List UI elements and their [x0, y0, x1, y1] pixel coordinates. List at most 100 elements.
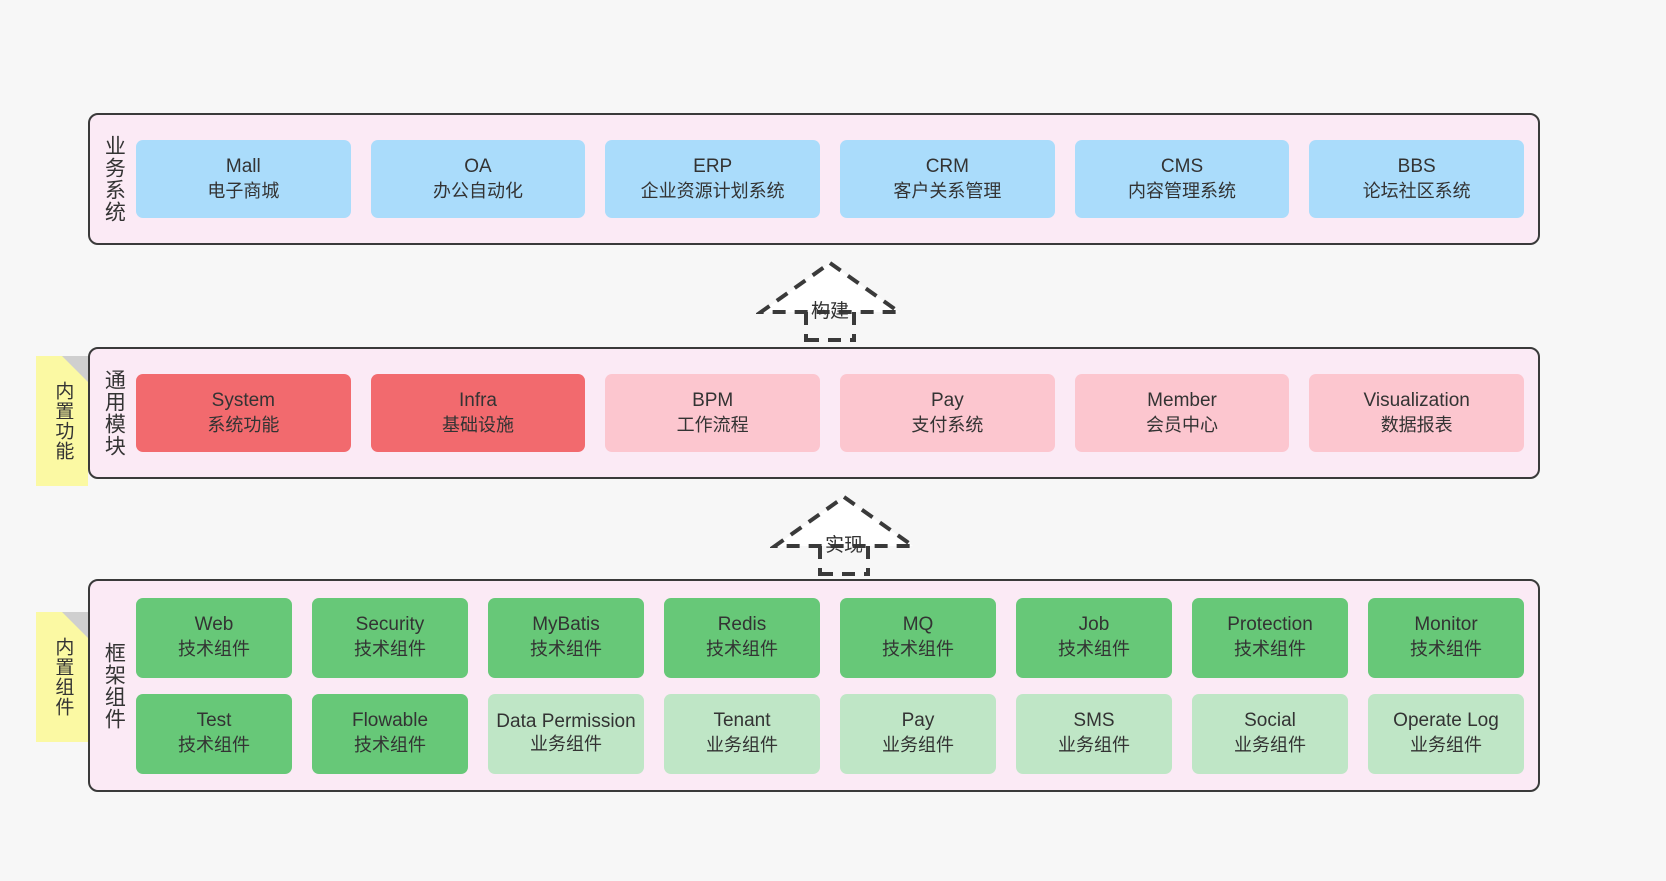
- business-card-erp[interactable]: ERP 企业资源计划系统: [605, 140, 821, 218]
- business-system-row: Mall 电子商城 OA 办公自动化 ERP 企业资源计划系统 CRM 客户关系…: [136, 140, 1525, 218]
- framework-card-sms-subtitle: 业务组件: [1058, 735, 1130, 756]
- business-card-erp-subtitle: 企业资源计划系统: [640, 180, 785, 201]
- framework-card-flowable[interactable]: Flowable 技术组件: [312, 693, 468, 774]
- framework-card-data-permission[interactable]: Data Permission 业务组件: [488, 693, 644, 774]
- connector-implement-shape: [770, 494, 918, 576]
- framework-card-mybatis-subtitle: 技术组件: [530, 639, 602, 660]
- framework-card-monitor-title: Monitor: [1414, 614, 1478, 636]
- framework-card-test-title: Test: [196, 710, 232, 732]
- framework-card-protection[interactable]: Protection 技术组件: [1192, 597, 1348, 678]
- framework-card-tenant[interactable]: Tenant 业务组件: [664, 693, 820, 774]
- framework-card-operate-log[interactable]: Operate Log 业务组件: [1368, 693, 1524, 774]
- note-fold-corner-icon: [62, 612, 88, 638]
- common-module-layer-label: 通用模块: [102, 369, 126, 457]
- business-system-card-area: Mall 电子商城 OA 办公自动化 ERP 企业资源计划系统 CRM 客户关系…: [136, 115, 1538, 243]
- framework-card-security-title: Security: [355, 614, 425, 636]
- framework-row-2: Test 技术组件 Flowable 技术组件 Data Permission …: [136, 693, 1524, 774]
- framework-card-security[interactable]: Security 技术组件: [312, 597, 468, 678]
- framework-card-test[interactable]: Test 技术组件: [136, 693, 292, 774]
- business-card-crm-subtitle: 客户关系管理: [893, 180, 1002, 201]
- framework-card-pay-title: Pay: [901, 710, 935, 732]
- connector-build: 构建: [756, 258, 904, 342]
- module-card-bpm[interactable]: BPM 工作流程: [605, 374, 821, 452]
- business-card-oa-subtitle: 办公自动化: [433, 180, 523, 201]
- framework-row-1: Web 技术组件 Security 技术组件 MyBatis 技术组件 Redi…: [136, 597, 1524, 678]
- framework-card-tenant-subtitle: 业务组件: [706, 735, 778, 756]
- common-module-row: System 系统功能 Infra 基础设施 BPM 工作流程 Pay 支付系统…: [136, 374, 1525, 452]
- framework-card-flowable-title: Flowable: [351, 710, 429, 732]
- module-card-bpm-subtitle: 工作流程: [676, 414, 749, 435]
- common-module-layer: 通用模块 System 系统功能 Infra 基础设施 BPM 工作流程 Pay…: [88, 347, 1540, 479]
- framework-card-sms-title: SMS: [1073, 710, 1115, 732]
- sticky-note-builtin-component-label: 内置组件: [52, 637, 74, 717]
- module-card-pay-subtitle: 支付系统: [911, 414, 984, 435]
- framework-card-protection-subtitle: 技术组件: [1234, 639, 1306, 660]
- module-card-system-subtitle: 系统功能: [207, 414, 280, 435]
- note-fold-corner-icon: [62, 356, 88, 382]
- module-card-infra-title: Infra: [458, 389, 498, 411]
- business-card-crm[interactable]: CRM 客户关系管理: [840, 140, 1055, 218]
- connector-build-label: 构建: [810, 301, 849, 322]
- framework-component-layer-label: 框架组件: [102, 641, 126, 730]
- framework-card-social-title: Social: [1244, 710, 1296, 732]
- framework-card-monitor-subtitle: 技术组件: [1410, 639, 1482, 660]
- business-system-layer-label: 业务系统: [102, 135, 126, 223]
- connector-implement-label: 实现: [824, 535, 863, 556]
- business-card-cms[interactable]: CMS 内容管理系统: [1074, 140, 1290, 218]
- framework-card-data-permission-title: Data Permission: [496, 711, 636, 733]
- module-card-member[interactable]: Member 会员中心: [1074, 374, 1290, 452]
- framework-card-operate-log-title: Operate Log: [1393, 710, 1499, 732]
- framework-card-sms[interactable]: SMS 业务组件: [1016, 693, 1172, 774]
- business-card-crm-title: CRM: [925, 155, 969, 177]
- framework-component-layer: 框架组件 Web 技术组件 Security 技术组件 MyBatis 技术组件…: [88, 579, 1540, 792]
- module-card-system-title: System: [211, 389, 276, 411]
- framework-card-web-subtitle: 技术组件: [178, 639, 250, 660]
- business-card-bbs-title: BBS: [1397, 155, 1436, 177]
- business-card-oa[interactable]: OA 办公自动化: [370, 140, 586, 218]
- framework-card-redis-subtitle: 技术组件: [706, 639, 778, 660]
- module-card-system[interactable]: System 系统功能: [136, 374, 351, 452]
- framework-card-mybatis[interactable]: MyBatis 技术组件: [488, 597, 644, 678]
- business-card-mall[interactable]: Mall 电子商城: [136, 140, 351, 218]
- module-card-pay-title: Pay: [930, 389, 964, 411]
- framework-card-job-subtitle: 技术组件: [1058, 639, 1130, 660]
- framework-card-web[interactable]: Web 技术组件: [136, 597, 292, 678]
- framework-component-card-area: Web 技术组件 Security 技术组件 MyBatis 技术组件 Redi…: [136, 581, 1538, 790]
- business-card-bbs[interactable]: BBS 论坛社区系统: [1309, 140, 1525, 218]
- framework-card-redis-title: Redis: [717, 614, 767, 636]
- business-system-layer: 业务系统 Mall 电子商城 OA 办公自动化 ERP 企业资源计划系统 CRM…: [88, 113, 1540, 245]
- module-card-infra[interactable]: Infra 基础设施: [370, 374, 586, 452]
- framework-card-job[interactable]: Job 技术组件: [1016, 597, 1172, 678]
- framework-card-social-subtitle: 业务组件: [1234, 735, 1306, 756]
- business-card-cms-subtitle: 内容管理系统: [1128, 180, 1237, 201]
- framework-card-flowable-subtitle: 技术组件: [354, 735, 426, 756]
- framework-card-mq-subtitle: 技术组件: [882, 639, 954, 660]
- sticky-note-builtin-function: 内置功能: [36, 356, 88, 486]
- business-card-erp-title: ERP: [693, 155, 733, 177]
- business-card-mall-title: Mall: [225, 155, 261, 177]
- framework-card-pay[interactable]: Pay 业务组件: [840, 693, 996, 774]
- framework-card-monitor[interactable]: Monitor 技术组件: [1368, 597, 1524, 678]
- module-card-member-subtitle: 会员中心: [1146, 414, 1219, 435]
- connector-build-shape: [756, 260, 904, 342]
- framework-card-operate-log-subtitle: 业务组件: [1410, 735, 1482, 756]
- connector-implement: 实现: [770, 492, 918, 576]
- framework-card-job-title: Job: [1078, 614, 1110, 636]
- framework-card-social[interactable]: Social 业务组件: [1192, 693, 1348, 774]
- framework-card-security-subtitle: 技术组件: [354, 639, 426, 660]
- framework-card-mybatis-title: MyBatis: [532, 614, 600, 636]
- framework-card-redis[interactable]: Redis 技术组件: [664, 597, 820, 678]
- sticky-note-builtin-function-label: 内置功能: [52, 381, 74, 461]
- module-card-visualization-subtitle: 数据报表: [1380, 414, 1453, 435]
- business-card-mall-subtitle: 电子商城: [207, 180, 280, 201]
- framework-card-mq[interactable]: MQ 技术组件: [840, 597, 996, 678]
- module-card-infra-subtitle: 基础设施: [442, 414, 514, 435]
- framework-card-data-permission-subtitle: 业务组件: [530, 734, 602, 755]
- framework-card-web-title: Web: [194, 614, 234, 636]
- framework-card-tenant-title: Tenant: [713, 710, 771, 732]
- sticky-note-builtin-component: 内置组件: [36, 612, 88, 742]
- framework-card-mq-title: MQ: [902, 614, 934, 636]
- module-card-pay[interactable]: Pay 支付系统: [840, 374, 1055, 452]
- business-card-oa-title: OA: [464, 155, 492, 177]
- module-card-visualization[interactable]: Visualization 数据报表: [1309, 374, 1525, 452]
